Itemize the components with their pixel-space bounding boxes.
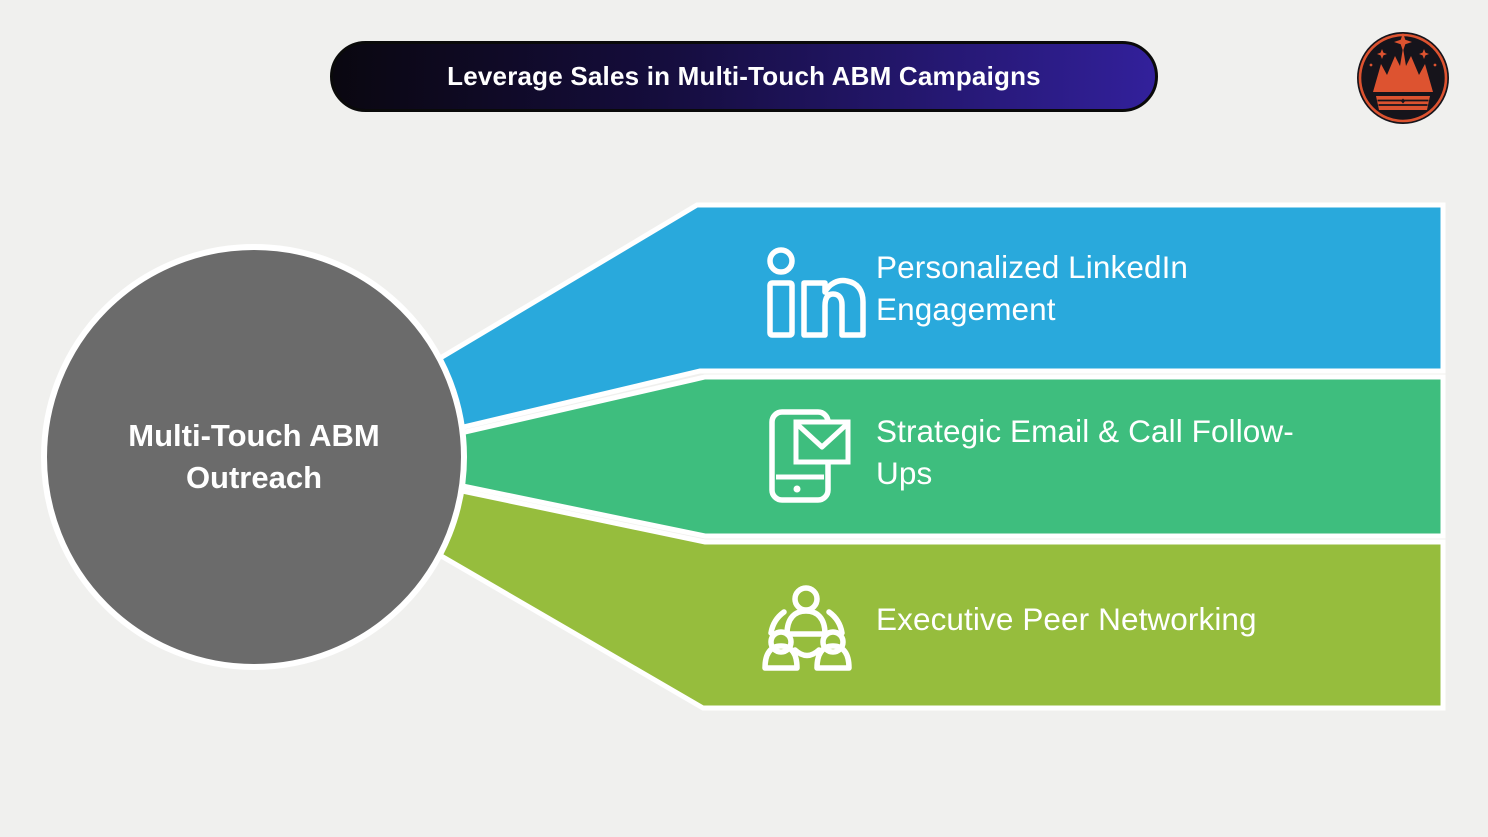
logo-star-top bbox=[1394, 33, 1412, 51]
networking-banner-label: Executive Peer Networking bbox=[876, 598, 1257, 640]
hub-label-line2: Outreach bbox=[185, 460, 323, 495]
linkedin-icon-n bbox=[801, 277, 866, 338]
crown-band-detail bbox=[1377, 98, 1429, 106]
linkedin-banner-line1: Personalized LinkedIn bbox=[876, 249, 1189, 285]
hub-label-line1: Multi-Touch ABM bbox=[128, 418, 380, 453]
logo-star-left bbox=[1377, 49, 1387, 59]
banner-shapes bbox=[397, 202, 1446, 711]
logo-dot-left bbox=[1369, 63, 1373, 67]
logo-mountain-peaks bbox=[1373, 48, 1433, 92]
linkedin-icon-dot bbox=[767, 247, 795, 275]
phone-home-dot bbox=[793, 485, 801, 493]
logo-star-right bbox=[1419, 49, 1429, 59]
logo-band-diamond bbox=[1400, 98, 1406, 104]
email-call-banner-line1: Strategic Email & Call Follow- bbox=[876, 413, 1294, 449]
logo-dot-right bbox=[1433, 63, 1437, 67]
network-arc-bottom bbox=[792, 647, 822, 659]
people-network-icon bbox=[762, 585, 852, 671]
phone-email-icon bbox=[769, 409, 851, 503]
hub-circle bbox=[41, 244, 467, 670]
linkedin-banner-line2: Engagement bbox=[876, 291, 1056, 327]
person-top-body bbox=[784, 608, 828, 637]
person-left-body bbox=[762, 643, 800, 671]
network-arc-left bbox=[768, 609, 787, 636]
brand-logo bbox=[1357, 32, 1449, 124]
linkedin-banner-label: Personalized LinkedIn Engagement bbox=[876, 246, 1188, 330]
linkedin-icon-stem bbox=[767, 280, 795, 338]
person-right-body bbox=[814, 643, 852, 671]
network-arc-right bbox=[826, 609, 845, 636]
person-right-head bbox=[820, 629, 846, 655]
page-title: Leverage Sales in Multi-Touch ABM Campai… bbox=[447, 61, 1041, 91]
crown-icon bbox=[1369, 33, 1437, 110]
person-left-head bbox=[768, 629, 794, 655]
envelope-flap bbox=[795, 422, 849, 450]
title-banner: Leverage Sales in Multi-Touch ABM Campai… bbox=[330, 41, 1158, 112]
email-call-banner-label: Strategic Email & Call Follow- Ups bbox=[876, 410, 1294, 494]
networking-banner-line1: Executive Peer Networking bbox=[876, 601, 1257, 637]
hub-label: Multi-Touch ABM Outreach bbox=[93, 415, 415, 499]
email-call-banner-line2: Ups bbox=[876, 455, 933, 491]
linkedin-icon bbox=[767, 247, 866, 338]
